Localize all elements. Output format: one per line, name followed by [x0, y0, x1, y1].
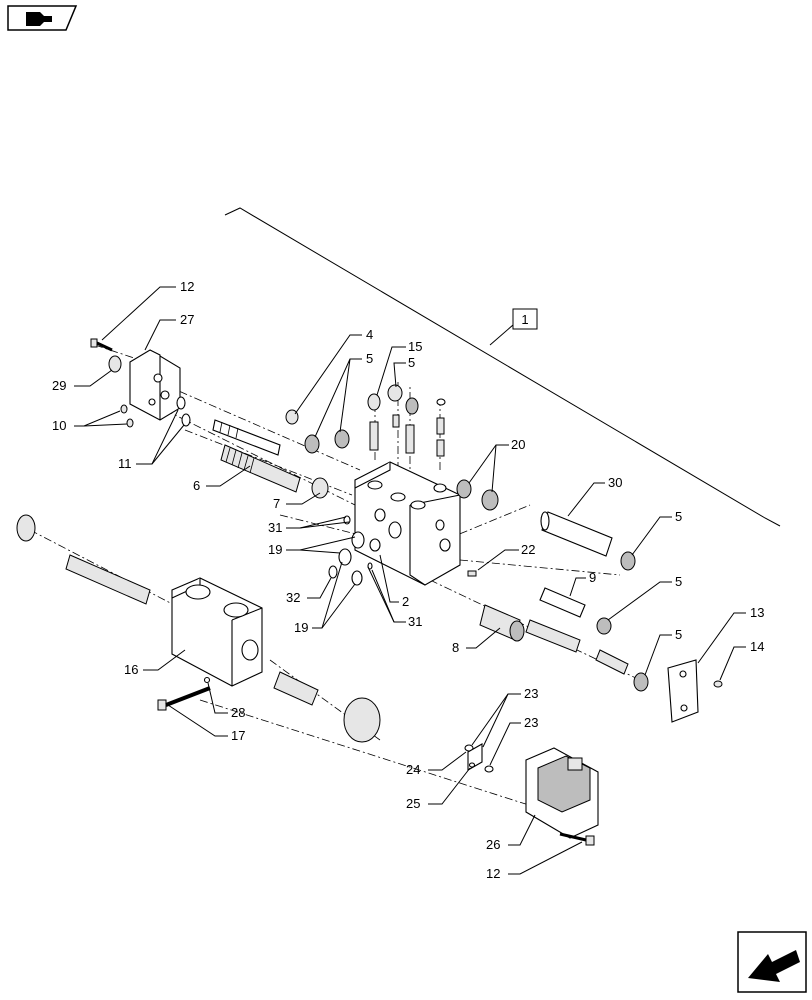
callout-24: 24 [406, 762, 420, 777]
callout-13: 13 [750, 605, 764, 620]
callout-29: 29 [52, 378, 66, 393]
pins-10 [120, 404, 134, 428]
bolt-12-lower [559, 832, 595, 846]
callout-23-upper: 23 [524, 686, 538, 701]
callout-9: 9 [589, 570, 596, 585]
check-valves [367, 384, 446, 457]
next-page-icon[interactable] [737, 931, 807, 993]
parts [16, 338, 723, 846]
cover-13 [667, 659, 699, 723]
seals-23-24-25 [464, 743, 494, 773]
callout-30: 30 [608, 475, 622, 490]
callout-12-top: 12 [180, 279, 194, 294]
callout-5-top: 5 [366, 351, 373, 366]
callout-17: 17 [231, 728, 245, 743]
callout-7: 7 [273, 496, 280, 511]
callout-5-sleeve: 5 [675, 509, 682, 524]
callout-16: 16 [124, 662, 138, 677]
solenoid-26 [525, 747, 599, 839]
previous-page-icon[interactable] [7, 5, 78, 31]
callout-23-lower: 23 [524, 715, 538, 730]
end-cap-27 [129, 349, 181, 421]
assembly-label: 1 [521, 312, 528, 327]
callout-27: 27 [180, 312, 194, 327]
callout-25: 25 [406, 796, 420, 811]
callout-5-valve: 5 [408, 355, 415, 370]
plugs-20 [456, 479, 499, 511]
leader-lines [74, 286, 746, 875]
callout-5-spring: 5 [675, 627, 682, 642]
rod-9 [539, 587, 612, 635]
callout-15: 15 [408, 339, 422, 354]
callout-10: 10 [52, 418, 66, 433]
callout-12-lower: 12 [486, 866, 500, 881]
callout-19-upper: 19 [268, 542, 282, 557]
spool-8 [479, 604, 581, 653]
callout-8: 8 [452, 640, 459, 655]
callout-31-lower: 31 [408, 614, 422, 629]
spring-plug-lower [595, 649, 649, 692]
callout-28: 28 [231, 705, 245, 720]
bolt-12-top [90, 338, 113, 352]
callout-11: 11 [118, 456, 132, 471]
callout-20: 20 [511, 437, 525, 452]
callout-5-rod: 5 [675, 574, 682, 589]
pin-22 [467, 570, 477, 577]
callout-31-upper: 31 [268, 520, 282, 535]
valve-body [354, 461, 461, 586]
screw-14 [713, 680, 723, 688]
callout-labels: 12 27 29 10 11 6 4 5 15 5 20 7 31 19 30 … [52, 279, 764, 881]
plug-29 [108, 355, 122, 373]
bolt-17 [157, 686, 211, 711]
housing-16 [171, 577, 263, 687]
callout-14: 14 [750, 639, 764, 654]
left-spool [16, 514, 151, 605]
callout-22: 22 [521, 542, 535, 557]
callout-32: 32 [286, 590, 300, 605]
callout-4: 4 [366, 327, 373, 342]
o-rings-11 [176, 396, 191, 427]
assembly-bracket: 1 [224, 207, 781, 527]
callout-26: 26 [486, 837, 500, 852]
spring-cap [273, 671, 381, 743]
sleeve-30 [540, 511, 636, 571]
callout-2: 2 [402, 594, 409, 609]
pin-28 [203, 676, 211, 684]
o-rings-19-31-32 [328, 515, 373, 586]
callout-19-lower: 19 [294, 620, 308, 635]
callout-6: 6 [193, 478, 200, 493]
spool-assembly-6 [212, 419, 301, 493]
